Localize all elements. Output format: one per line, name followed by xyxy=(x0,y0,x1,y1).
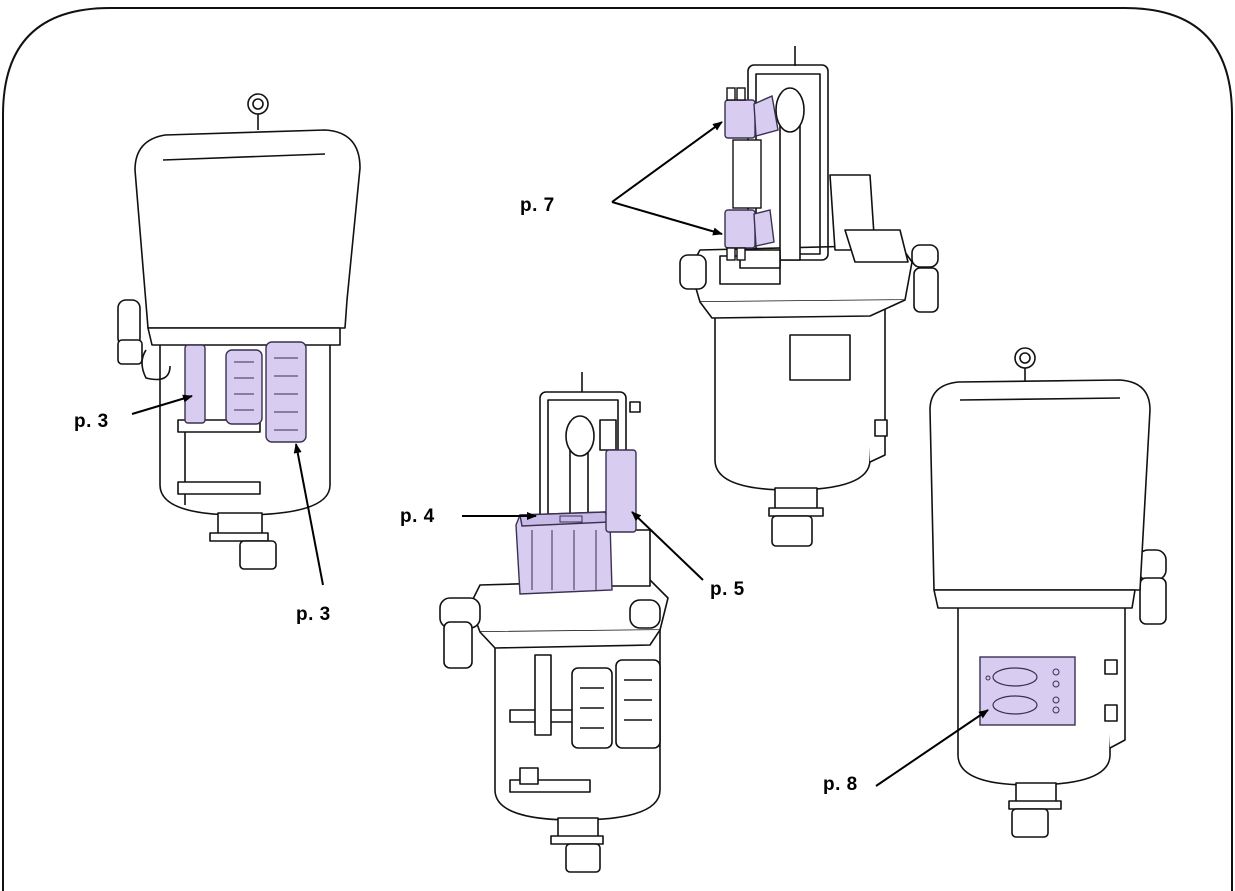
leader-arrows xyxy=(131,121,989,787)
unit1-highlights xyxy=(184,341,307,443)
callout-p5: p. 5 xyxy=(710,579,745,600)
actuator-unit-covered-right xyxy=(929,347,1167,838)
actuator-unit-open-top xyxy=(679,46,939,547)
arrow-p7-upper xyxy=(611,121,723,203)
callout-p7: p. 7 xyxy=(520,195,555,216)
unit3-highlights xyxy=(515,449,637,595)
unit1-valve-slim xyxy=(184,344,206,424)
arrow-p7-lower xyxy=(611,201,723,236)
unit2-valve-upper-arm xyxy=(753,94,779,137)
unit3-valve-side xyxy=(605,449,637,533)
callout-p3-upper: p. 3 xyxy=(74,411,109,432)
unit1-silencer-middle xyxy=(225,349,263,425)
callout-p3-lower: p. 3 xyxy=(296,604,331,625)
diagram-frame xyxy=(2,7,1233,891)
unit2-highlights xyxy=(724,94,779,249)
unit2-valve-lower xyxy=(724,209,756,249)
actuator-unit-covered-left xyxy=(117,93,361,570)
arrow-p3-upper xyxy=(131,394,193,415)
unit1-silencer-right xyxy=(265,341,307,443)
unit4-label-plate xyxy=(979,656,1076,726)
actuator-unit-open-center xyxy=(439,372,669,873)
arrow-p5 xyxy=(631,511,704,581)
callout-p4: p. 4 xyxy=(400,506,435,527)
callout-p8: p. 8 xyxy=(823,774,858,795)
arrow-p3-lower xyxy=(293,443,324,586)
unit2-valve-upper xyxy=(724,99,756,139)
arrow-p8 xyxy=(875,709,989,787)
unit2-valve-lower-arm xyxy=(753,209,775,247)
